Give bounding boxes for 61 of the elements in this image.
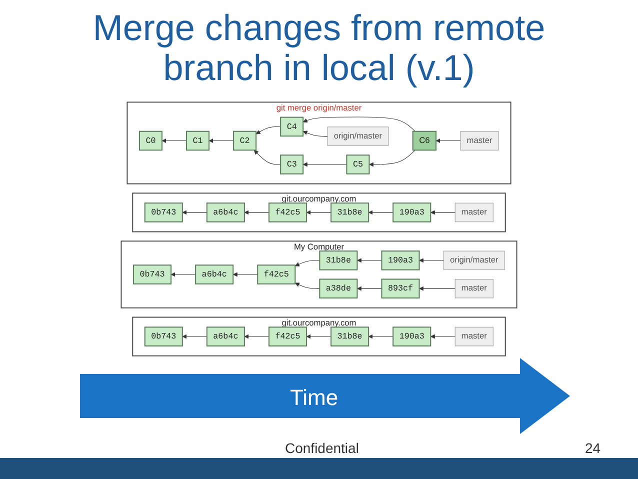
node-box: origin/master: [327, 126, 389, 146]
node-box: 31b8e: [330, 202, 370, 222]
node-box: master: [460, 131, 499, 150]
arrow: [302, 162, 347, 167]
arrow: [294, 260, 320, 266]
arrow: [369, 150, 416, 167]
arrow: [294, 282, 320, 289]
arrow: [244, 334, 270, 339]
node-box: master: [454, 326, 494, 346]
node-box: C4: [280, 116, 304, 137]
node-box: 0b743: [132, 264, 172, 284]
arrow: [419, 258, 444, 263]
node-box: 893cf: [381, 278, 420, 298]
arrow: [368, 334, 394, 339]
arrow: [254, 150, 281, 165]
node-box: f42c5: [268, 326, 308, 346]
node-box: 190a3: [392, 326, 432, 346]
arrow: [170, 272, 196, 277]
node-box: 190a3: [392, 202, 432, 222]
node-box: a38de: [319, 278, 358, 298]
node-box: master: [454, 278, 494, 298]
arrow: [302, 130, 328, 137]
arrow: [430, 334, 456, 339]
node-box: 31b8e: [330, 326, 370, 346]
arrow: [436, 138, 461, 144]
node-box: 0b743: [144, 326, 183, 346]
arrow: [306, 334, 332, 339]
arrow: [302, 116, 416, 132]
node-box: origin/master: [444, 250, 505, 270]
node-box: f42c5: [268, 202, 308, 222]
arrow: [357, 258, 382, 263]
node-box: 0b743: [144, 202, 183, 222]
arrow: [430, 210, 456, 215]
node-box: a6b4c: [206, 202, 245, 222]
footer-text: Confidential: [285, 440, 359, 456]
node-box: C3: [280, 154, 304, 174]
node-box: f42c5: [257, 264, 296, 284]
page-number: 24: [585, 440, 601, 456]
arrow: [162, 138, 187, 144]
node-box: C2: [233, 130, 257, 151]
arrow: [208, 138, 234, 144]
node-box: 190a3: [381, 250, 420, 270]
arrow: [244, 210, 270, 215]
arrow: [182, 334, 208, 339]
arrow: [419, 286, 456, 291]
node-box: 31b8e: [319, 250, 358, 270]
node-box: C5: [346, 154, 370, 174]
node-box: a6b4c: [206, 326, 245, 346]
arrow: [182, 210, 208, 215]
arrow: [357, 286, 382, 291]
timeline-label: Time: [290, 385, 338, 411]
node-box: a6b4c: [195, 264, 234, 284]
slide-title: Merge changes from remote branch in local (v.1): [92, 8, 546, 88]
arrow: [232, 272, 258, 277]
node-box: C1: [186, 130, 210, 151]
node-box: C6: [412, 130, 437, 151]
node-box: C0: [138, 130, 163, 151]
arrow: [256, 126, 281, 134]
node-box: master: [454, 202, 494, 222]
arrow: [368, 210, 394, 215]
arrow: [306, 210, 332, 215]
